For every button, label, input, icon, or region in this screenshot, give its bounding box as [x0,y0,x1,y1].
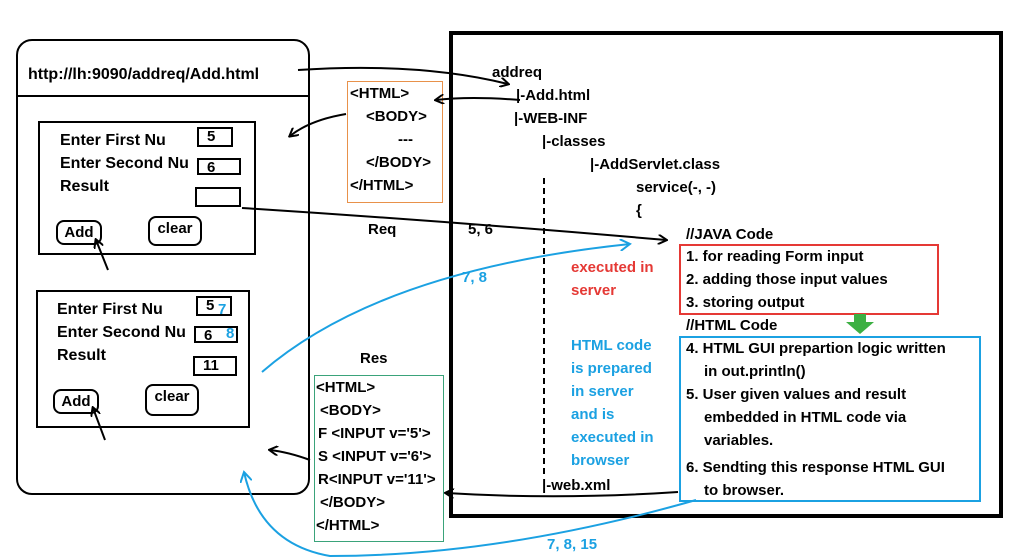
result-input[interactable]: 11 [193,356,237,376]
browser-url[interactable]: http://lh:9090/addreq/Add.html [28,66,260,83]
browser-note: and is [571,406,615,423]
tree-root: addreq [492,64,543,81]
response-html-line: R<INPUT v='11'> [318,471,436,488]
response-html-line: <BODY> [320,402,381,419]
server-to-response-html-arrow [446,492,679,496]
label-result: Result [57,347,106,364]
url-to-server-arrow [297,66,508,84]
result-input[interactable] [195,187,241,207]
request-html-box [347,81,443,203]
form-result-page [36,290,250,428]
browser-note: browser [571,452,630,469]
html-steps-box [679,336,981,502]
cursor-arrow [93,408,106,441]
tree-classes: |-classes [542,133,606,150]
tree-dashed-line [543,178,545,474]
first-number-input[interactable]: 5 [197,127,233,147]
server-to-browser-response-arrow [244,472,697,558]
cursor-arrow [96,240,109,271]
response-html-box [314,375,444,542]
label-result: Result [60,178,109,195]
add-button[interactable]: Add [53,389,99,414]
label-second-number: Enter Second Nu [60,155,189,172]
response-html-line: <HTML> [316,379,376,396]
java-code-label: //JAVA Code [686,226,774,243]
first-number-input[interactable]: 5 [196,296,232,316]
html-step: variables. [704,432,774,449]
second-number-input[interactable]: 6 [194,326,238,344]
html-step: to browser. [704,482,785,499]
executed-note: server [571,282,617,299]
response-html-line: </HTML> [316,517,380,534]
tree-service-method: service(-, -) [636,179,717,196]
java-step: 2. adding those input values [686,271,888,288]
html-code-label: //HTML Code [686,317,778,334]
response-html-line: F <INPUT v='5'> [318,425,431,442]
request-html-to-browser-arrow [290,113,347,136]
request-html-line: <BODY> [366,108,427,125]
browser-note: HTML code [571,337,652,354]
first-number-old-value: 5 [206,297,215,314]
req-label: Req [368,221,397,238]
browser-note: executed in [571,429,654,446]
result-field-to-java-arrow [241,207,666,240]
label-first-number: Enter First Nu [57,301,163,318]
browser-to-server-request-arrow [261,244,630,373]
server-box [449,31,1003,518]
tree-add-html: |-Add.html [516,87,591,104]
request-html-line: <HTML> [350,85,410,102]
java-steps-box [679,244,939,315]
second-number-new-value: 8 [226,325,235,342]
browser-address-divider [16,95,310,97]
add-button[interactable]: Add [56,220,102,245]
browser-note: in server [571,383,634,400]
java-step: 1. for reading Form input [686,248,864,265]
html-step: 6. Sendting this response HTML GUI [686,459,945,476]
tree-web-inf: |-WEB-INF [514,110,588,127]
java-step: 3. storing output [686,294,805,311]
response-html-line: </BODY> [320,494,386,511]
tree-web-xml: |-web.xml [542,477,611,494]
browser-note: is prepared [571,360,652,377]
browser-window [16,39,310,495]
request-html-line: --- [398,131,413,148]
html-step: embedded in HTML code via [704,409,907,426]
request-html-line: </BODY> [366,154,432,171]
html-step: in out.println() [704,363,806,380]
second-number-old-value: 6 [204,327,213,344]
label-first-number: Enter First Nu [60,132,166,149]
clear-button[interactable]: clear [148,216,202,246]
first-number-new-value: 7 [218,301,227,318]
label-second-number: Enter Second Nu [57,324,186,341]
clear-button[interactable]: clear [145,384,199,416]
res-steps-bottom-label: 7, 8, 15 [547,536,598,553]
tree-open-brace: { [636,202,642,219]
tree-servlet-class: |-AddServlet.class [590,156,721,173]
green-down-arrow-icon [846,314,874,334]
html-step: 4. HTML GUI prepartion logic written [686,340,946,357]
response-html-to-browser-arrow [270,450,311,461]
request-html-line: </HTML> [350,177,414,194]
response-html-line: S <INPUT v='6'> [318,448,432,465]
server-to-request-html-arrow [436,98,521,100]
res-label: Res [360,350,388,367]
form-input-page [38,121,256,255]
html-step: 5. User given values and result [686,386,907,403]
second-number-input[interactable]: 6 [197,158,241,176]
executed-note: executed in [571,259,654,276]
